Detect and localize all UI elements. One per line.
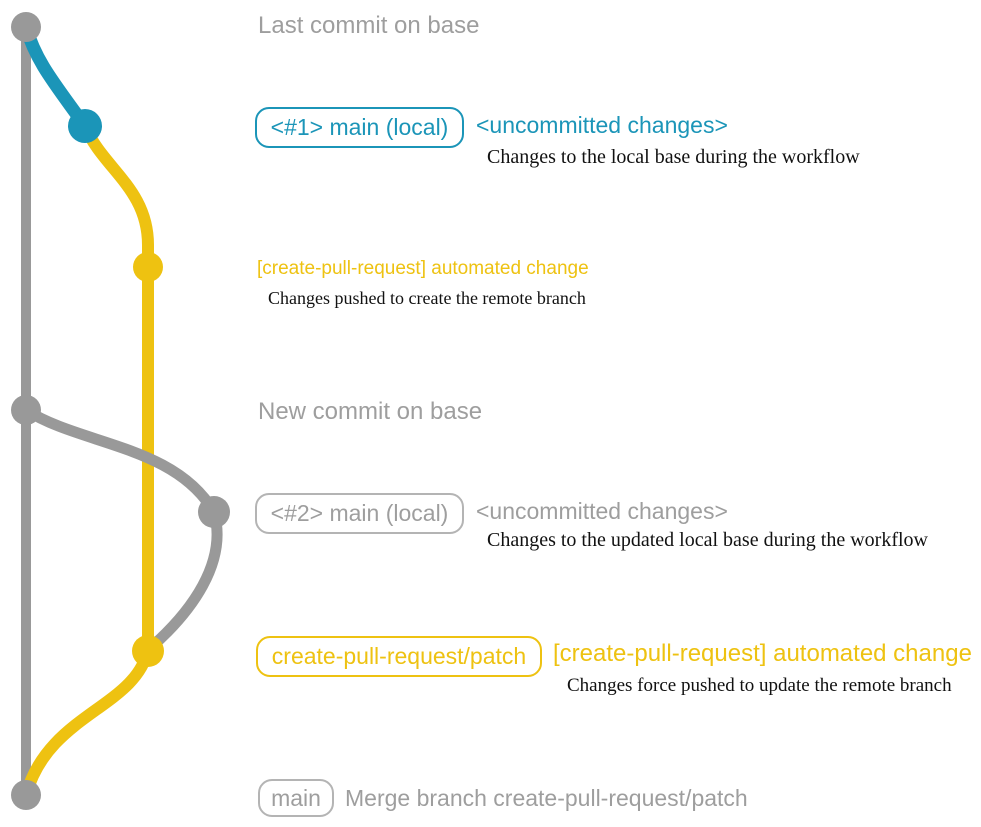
patch-branch-line [79,120,154,656]
merge-edge [20,644,154,801]
last-commit-label: Last commit on base [258,12,480,39]
commit-dot-merge [11,780,41,810]
new-commit-label: New commit on base [258,398,483,425]
local1-status-label: <uncommitted changes> [476,112,728,138]
local2-branch-badge: <#2> main (local) [255,493,464,534]
commit-dot-local1 [68,109,102,143]
commit-dot-base-last [11,12,41,42]
main-branch-badge: main [258,779,334,817]
local2-status-label: <uncommitted changes> [476,498,728,524]
commit-dot-patch2 [132,635,164,667]
local1-note: Changes to the local base during the wor… [487,146,860,168]
commit-dot-local2 [198,496,230,528]
patch1-note: Changes pushed to create the remote bran… [268,288,586,308]
commit-dot-base-new [11,395,41,425]
base-to-local2-edge [20,404,220,518]
patch2-commit-title: [create-pull-request] automated change [553,640,972,667]
local2-to-patch-edge [142,506,223,656]
local1-branch-edge [19,20,92,133]
local2-note: Changes to the updated local base during… [487,529,928,551]
patch1-commit-title: [create-pull-request] automated change [257,258,589,279]
merge-commit-message: Merge branch create-pull-request/patch [345,785,748,811]
local1-branch-badge: <#1> main (local) [255,107,464,148]
patch-branch-badge: create-pull-request/patch [256,636,542,677]
commit-dot-patch1 [133,252,163,282]
patch2-note: Changes force pushed to update the remot… [567,675,952,696]
